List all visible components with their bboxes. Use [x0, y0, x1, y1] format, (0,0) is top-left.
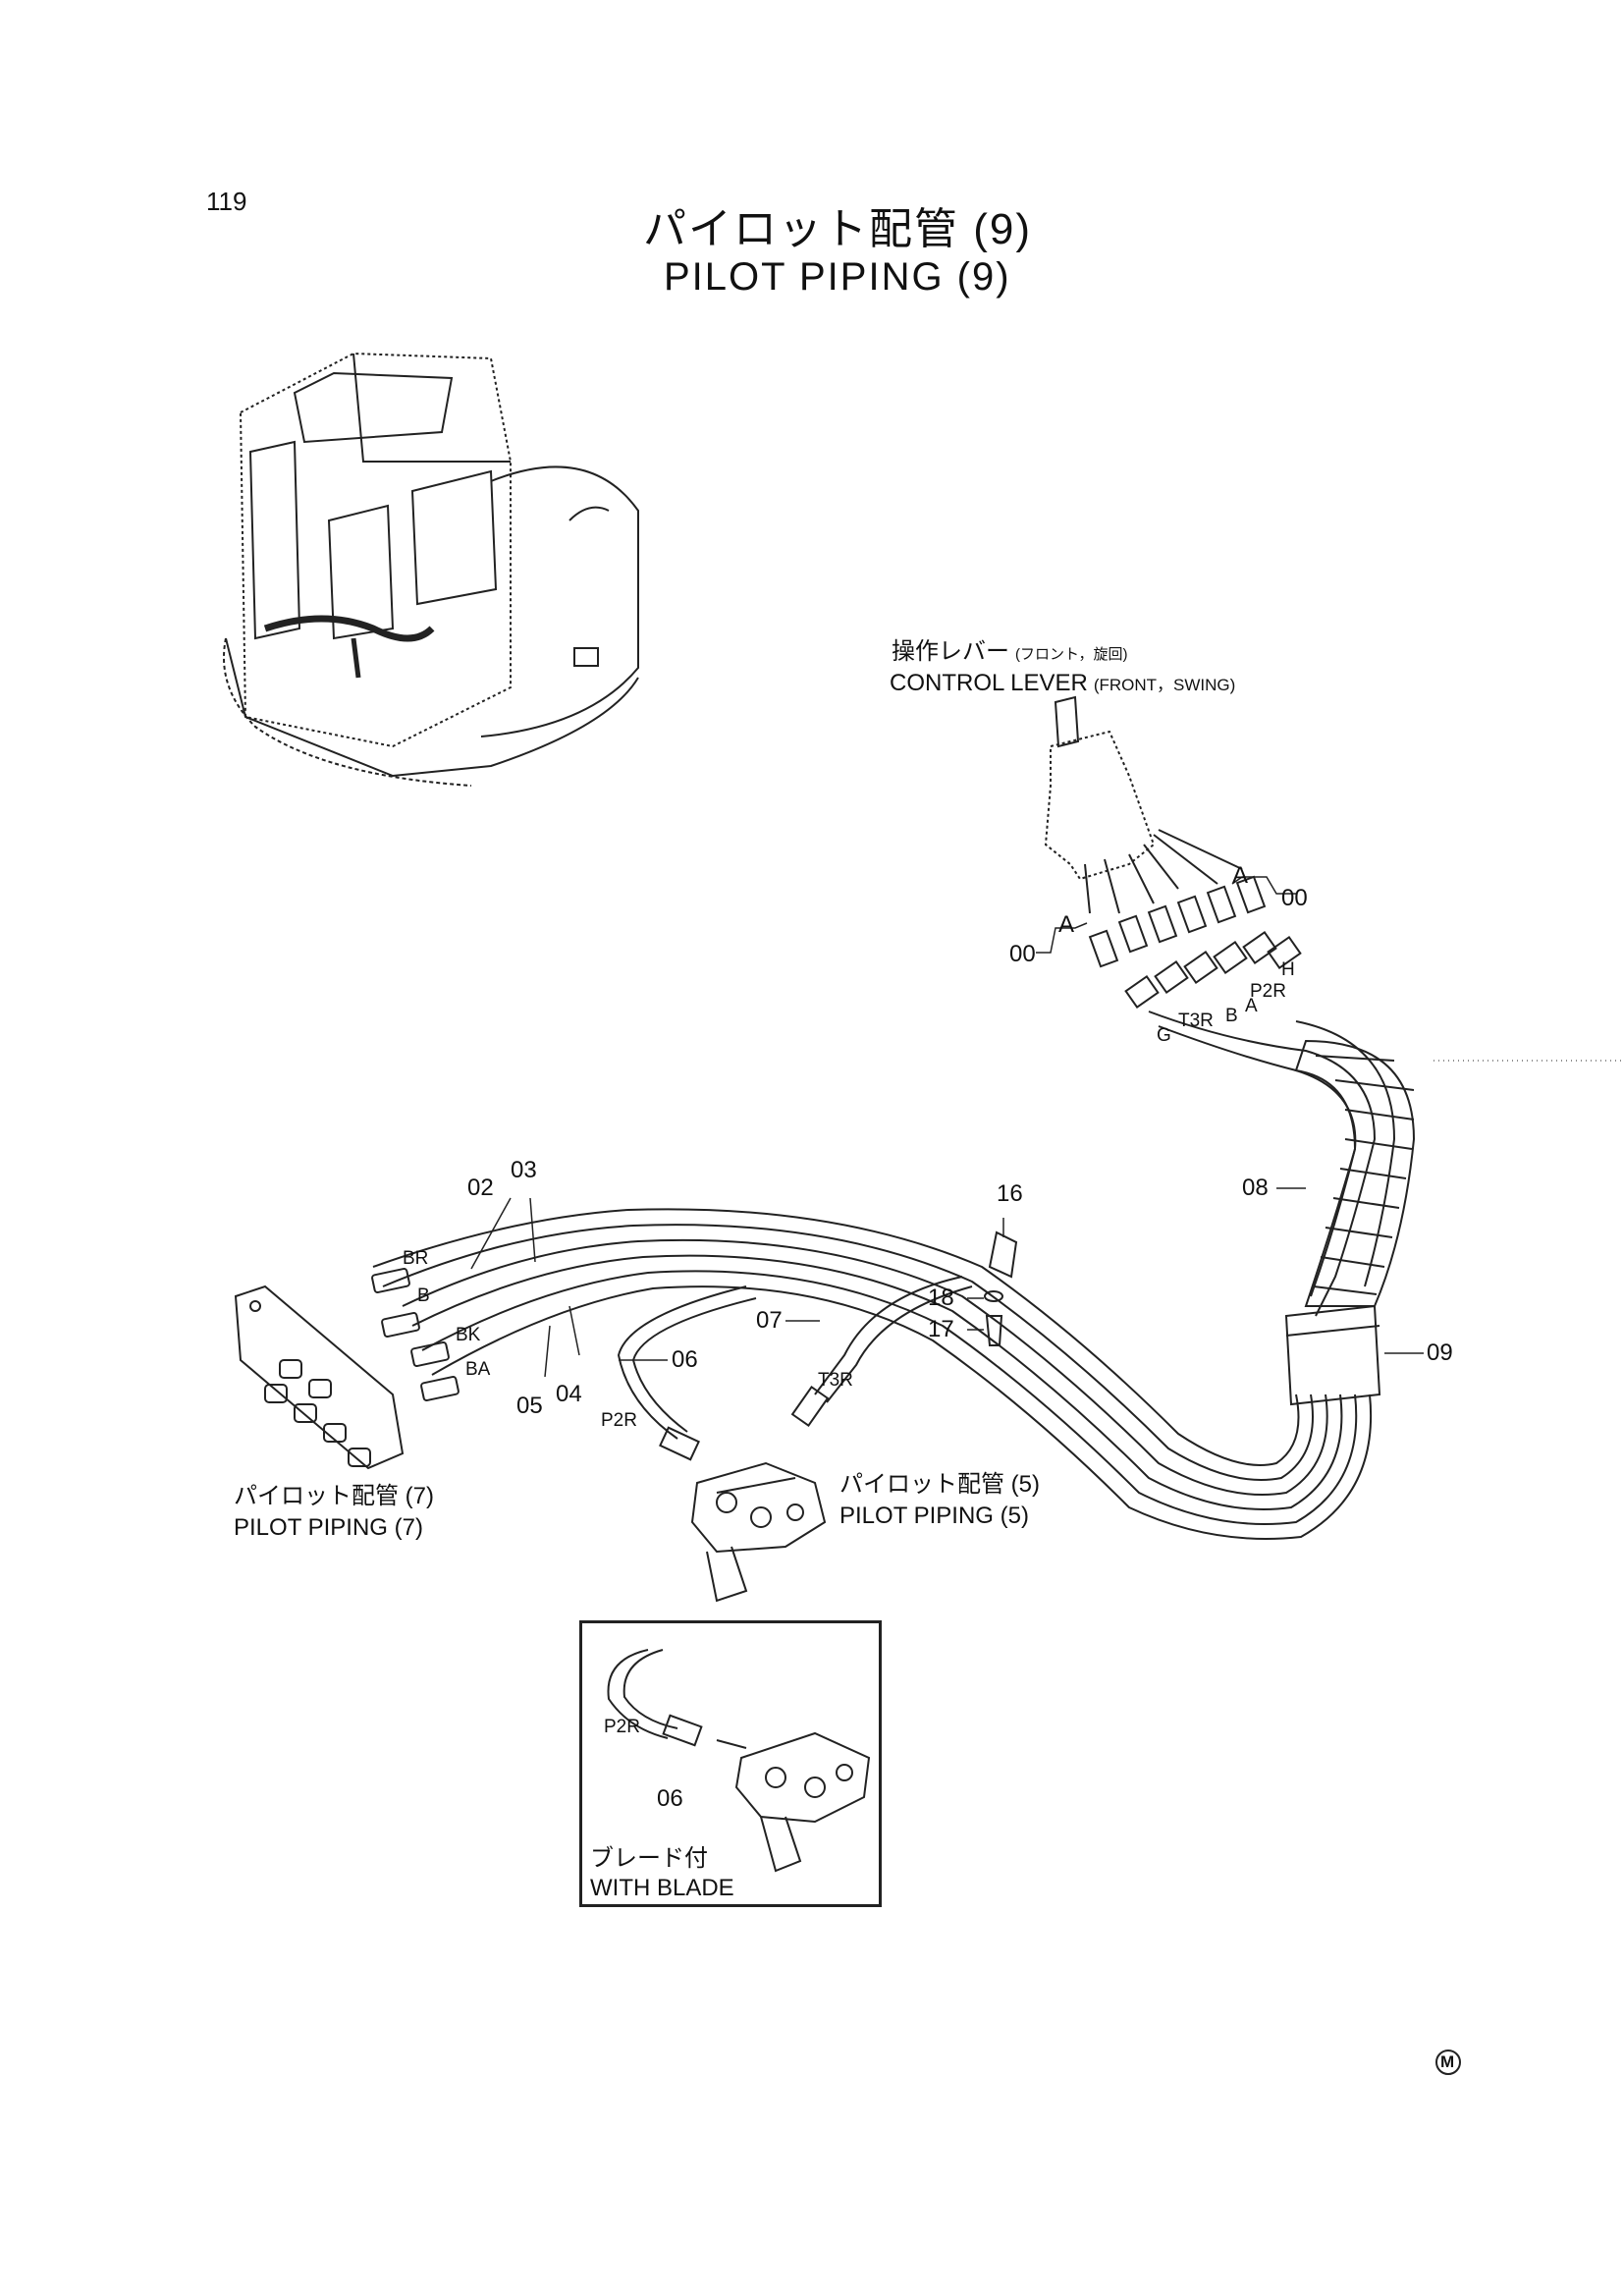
fitting-t3r [790, 1385, 830, 1428]
inset-label-jp: ブレード付 [590, 1845, 708, 1872]
clamp-16-assembly [984, 1230, 1018, 1346]
port-label-ba: BA [465, 1359, 491, 1380]
port-label-g: G [1157, 1025, 1171, 1046]
control-lever [1044, 695, 1243, 914]
port-label-t3r-valve: T3R [818, 1370, 853, 1391]
lever-hose-fittings [1088, 875, 1302, 1010]
detail-a-right: A [1232, 862, 1249, 889]
page-title-en: PILOT PIPING (9) [664, 255, 1011, 299]
port-label-p2r: P2R [1250, 981, 1286, 1002]
port-label-bk: BK [456, 1325, 481, 1345]
ref-pilot-piping-7-jp: パイロット配管 (7) [234, 1483, 434, 1509]
control-lever-label-en: CONTROL LEVER(FRONT，SWING) [890, 670, 1236, 696]
port-label-h: H [1281, 959, 1295, 980]
port-label-p2r-valve: P2R [601, 1410, 637, 1431]
port-label-a: A [1245, 996, 1258, 1016]
detail-a-left: A [1058, 911, 1075, 938]
port-label-t3r: T3R [1178, 1011, 1214, 1031]
inset-drawing [607, 1649, 871, 1873]
inset-port-label-p2r: P2R [604, 1717, 640, 1737]
callout-18: 18 [928, 1285, 954, 1311]
port-label-br: BR [403, 1248, 429, 1269]
callout-09: 09 [1427, 1339, 1453, 1366]
bracket-hose-fittings [371, 1268, 460, 1401]
callout-05: 05 [516, 1393, 543, 1419]
excavator-cab [223, 352, 639, 787]
inset-with-blade: P2R 06 ブレード付 WITH BLADE [579, 1620, 882, 1907]
callout-02: 02 [467, 1175, 494, 1201]
page-title-jp: パイロット配管 (9) [643, 205, 1032, 253]
port-label-b: B [1225, 1006, 1238, 1026]
ref-pilot-piping-7-en: PILOT PIPING (7) [234, 1514, 423, 1541]
clamp-09 [1284, 1304, 1381, 1406]
ref-pilot-piping-5-en: PILOT PIPING (5) [839, 1503, 1029, 1529]
ref-pilot-piping-5-jp: パイロット配管 (5) [839, 1471, 1040, 1498]
main-hose-run [372, 1208, 1373, 1540]
inset-label-en: WITH BLADE [590, 1875, 734, 1901]
callout-07: 07 [756, 1307, 783, 1334]
callout-17: 17 [928, 1316, 954, 1342]
callout-08: 08 [1242, 1175, 1269, 1201]
callout-03: 03 [511, 1157, 537, 1183]
bracket-pp7 [234, 1285, 405, 1470]
callout-00-left: 00 [1009, 941, 1036, 967]
mark-circle [1435, 2050, 1461, 2075]
callout-00-right: 00 [1281, 885, 1308, 911]
page-number: 119 [206, 187, 247, 216]
callout-04: 04 [556, 1381, 582, 1407]
fitting-p2r [659, 1426, 700, 1461]
port-label-b2: B [417, 1285, 430, 1306]
inset-callout-06: 06 [657, 1785, 683, 1812]
callout-06: 06 [672, 1346, 698, 1373]
leader-lines [470, 876, 1424, 1378]
hose-bundle [1148, 1011, 1396, 1317]
lines-06-07 [617, 1276, 973, 1440]
callout-16: 16 [997, 1180, 1023, 1207]
valve-block [690, 1461, 827, 1603]
control-lever-label-jp: 操作レバー(フロント，旋回) [892, 638, 1128, 665]
manufacturer-mark: M [1440, 2052, 1455, 2071]
